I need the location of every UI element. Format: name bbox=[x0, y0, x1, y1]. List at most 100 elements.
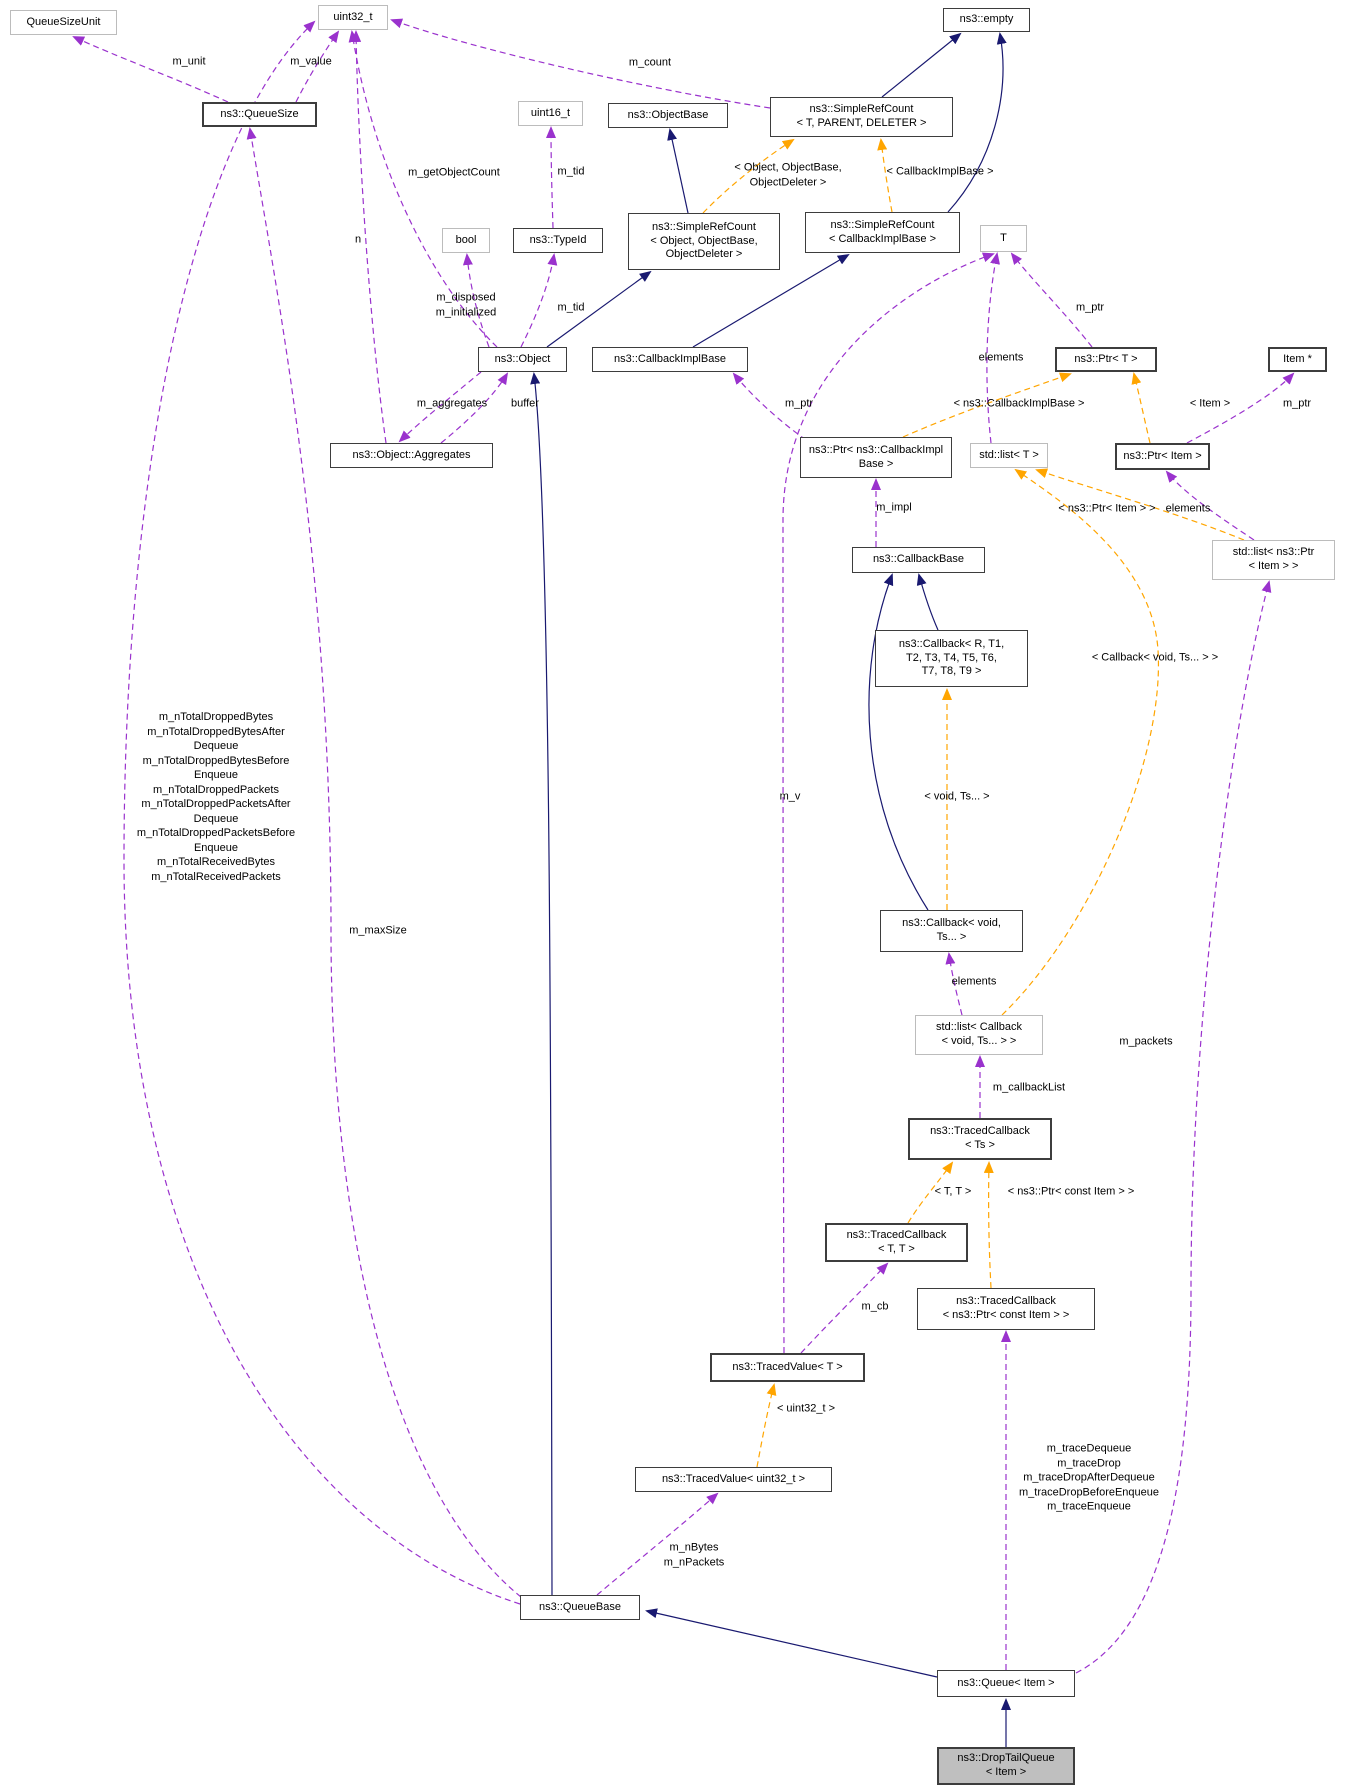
lbl-n: n bbox=[354, 233, 362, 246]
node-uint32-t: uint32_t bbox=[318, 5, 388, 30]
edge-listt-elements bbox=[986, 252, 1000, 444]
lbl-m-callbacklist: m_callbackList bbox=[992, 1081, 1066, 1094]
edge-callbackr-to-callbackbase bbox=[916, 573, 939, 631]
node-uint16-t: uint16_t bbox=[518, 101, 583, 126]
lbl-m-disposed: m_disposed m_initialized bbox=[435, 291, 497, 318]
edge-ptritem-m-ptr bbox=[1186, 372, 1295, 444]
lbl-m-impl: m_impl bbox=[876, 501, 912, 514]
lbl-inst-uint32: < uint32_t > bbox=[776, 1402, 836, 1415]
edge-queuebase-m-maxsize bbox=[246, 127, 522, 1598]
node-ns3-object[interactable]: ns3::Object bbox=[478, 347, 567, 372]
node-simplerefcount-cib[interactable]: ns3::SimpleRefCount < CallbackImplBase > bbox=[805, 212, 960, 253]
node-simplerefcount-generic[interactable]: ns3::SimpleRefCount < T, PARENT, DELETER… bbox=[770, 97, 953, 137]
lbl-m-v: m_v bbox=[779, 790, 801, 803]
node-ns3-object-aggregates[interactable]: ns3::Object::Aggregates bbox=[330, 443, 493, 468]
node-ns3-typeid[interactable]: ns3::TypeId bbox=[513, 228, 603, 253]
lbl-m-count: m_count bbox=[628, 56, 672, 69]
lbl-m-ptr-item: m_ptr bbox=[1282, 397, 1312, 410]
lbl-counters: m_nTotalDroppedBytes m_nTotalDroppedByte… bbox=[136, 710, 296, 883]
edge-srccib-to-empty bbox=[947, 32, 1007, 213]
node-ns3-objectbase[interactable]: ns3::ObjectBase bbox=[608, 103, 728, 128]
node-ns3-callbackimplbase[interactable]: ns3::CallbackImplBase bbox=[592, 347, 748, 372]
edge-object-m-getobjectcount bbox=[348, 30, 498, 348]
node-ns3-callback-void[interactable]: ns3::Callback< void, Ts... > bbox=[880, 910, 1023, 952]
edge-listptritem-elements bbox=[1165, 470, 1255, 541]
lbl-m-unit: m_unit bbox=[172, 55, 206, 68]
node-std-list-callback: std::list< Callback < void, Ts... > > bbox=[915, 1015, 1043, 1055]
edge-srccib-inst-of-srcgen bbox=[877, 138, 893, 213]
lbl-elements-ptritem: elements bbox=[1165, 502, 1211, 515]
lbl-elements-callback: elements bbox=[951, 975, 997, 988]
edge-queuebase-to-object bbox=[530, 372, 553, 1596]
edge-listcallback-inst-of-listt bbox=[1001, 468, 1160, 1016]
node-ns3-empty[interactable]: ns3::empty bbox=[943, 8, 1030, 32]
edge-tvu32-inst-of-tvt bbox=[756, 1383, 777, 1468]
node-ns3-ptr-t[interactable]: ns3::Ptr< T > bbox=[1055, 347, 1157, 372]
edge-queue-m-packets bbox=[1075, 580, 1272, 1674]
node-ns3-ptr-item[interactable]: ns3::Ptr< Item > bbox=[1115, 443, 1210, 470]
edge-tcptr-inst-of-tcts bbox=[983, 1161, 994, 1289]
lbl-inst-listcallback: < Callback< void, Ts... > > bbox=[1091, 651, 1219, 664]
lbl-m-cb: m_cb bbox=[861, 1300, 889, 1313]
node-ns3-queuebase[interactable]: ns3::QueueBase bbox=[520, 1595, 640, 1620]
edge-queuesize-m-unit bbox=[72, 36, 229, 103]
edge-object-to-srcobj bbox=[546, 270, 652, 348]
node-bool: bool bbox=[442, 228, 490, 253]
edge-srcgen-m-count bbox=[390, 18, 771, 109]
edge-queuebase-counters bbox=[123, 20, 521, 1605]
edge-listcallback-elements bbox=[945, 952, 963, 1016]
edge-queuesize-m-value bbox=[295, 30, 340, 103]
lbl-m-getobjectcount: m_getObjectCount bbox=[408, 166, 500, 179]
lbl-m-maxsize: m_maxSize bbox=[349, 924, 407, 937]
lbl-inst-item: < Item > bbox=[1189, 397, 1231, 410]
lbl-inst-ptrcib: < ns3::CallbackImplBase > bbox=[953, 397, 1085, 410]
node-ns3-ptr-cib[interactable]: ns3::Ptr< ns3::CallbackImpl Base > bbox=[800, 437, 952, 478]
node-tracedcallback-ptr-const-item[interactable]: ns3::TracedCallback < ns3::Ptr< const It… bbox=[917, 1288, 1095, 1330]
node-tracedvalue-uint32[interactable]: ns3::TracedValue< uint32_t > bbox=[635, 1467, 832, 1492]
lbl-inst-void-ts: < void, Ts... > bbox=[924, 790, 990, 803]
lbl-m-aggregates: m_aggregates bbox=[416, 397, 488, 410]
lbl-m-trace: m_traceDequeue m_traceDrop m_traceDropAf… bbox=[1018, 1442, 1160, 1513]
lbl-m-packets: m_packets bbox=[1119, 1035, 1173, 1048]
edge-object-m-aggregates bbox=[398, 371, 482, 443]
lbl-m-value: m_value bbox=[290, 55, 332, 68]
edge-cib-to-srccib bbox=[692, 253, 850, 348]
edge-ptritem-inst-of-ptrt bbox=[1131, 372, 1151, 444]
edge-aggregates-buffer bbox=[440, 372, 509, 444]
edge-srcgen-to-empty bbox=[881, 32, 962, 98]
node-tracedcallback-tt[interactable]: ns3::TracedCallback < T, T > bbox=[825, 1223, 968, 1262]
edge-srcobj-inst-of-srcgen bbox=[702, 138, 795, 214]
lbl-elements-t: elements bbox=[978, 351, 1024, 364]
lbl-m-ptr-cib: m_ptr bbox=[784, 397, 814, 410]
node-queue-size-unit: QueueSizeUnit bbox=[10, 10, 117, 35]
node-tracedcallback-ts[interactable]: ns3::TracedCallback < Ts > bbox=[908, 1118, 1052, 1160]
lbl-m-ptr-t: m_ptr bbox=[1075, 301, 1105, 314]
edges-group bbox=[72, 18, 1295, 1747]
edge-typeid-m-tid bbox=[546, 126, 557, 229]
lbl-inst-listptr: < ns3::Ptr< Item > > bbox=[1058, 502, 1156, 515]
lbl-inst-cib: < CallbackImplBase > bbox=[886, 165, 994, 178]
node-ns3-droptailqueue[interactable]: ns3::DropTailQueue < Item > bbox=[937, 1747, 1075, 1785]
lbl-m-nbytes: m_nBytes m_nPackets bbox=[663, 1541, 725, 1568]
edge-queuebase-m-nbytes bbox=[596, 1492, 719, 1596]
lbl-inst-ptr-const-item: < ns3::Ptr< const Item > > bbox=[1007, 1185, 1135, 1198]
node-item-ptr[interactable]: Item * bbox=[1268, 347, 1327, 372]
edge-object-m-tid bbox=[520, 253, 558, 348]
lbl-m-tid-lower: m_tid bbox=[557, 301, 585, 314]
node-simplerefcount-object[interactable]: ns3::SimpleRefCount < Object, ObjectBase… bbox=[628, 213, 780, 270]
node-tracedvalue-t[interactable]: ns3::TracedValue< T > bbox=[710, 1353, 865, 1382]
edge-object-m-disposed bbox=[462, 253, 490, 348]
edge-callbackvoid-to-callbackbase bbox=[868, 573, 929, 911]
lbl-inst-tt: < T, T > bbox=[934, 1185, 972, 1198]
node-ns3-queue-item[interactable]: ns3::Queue< Item > bbox=[937, 1670, 1075, 1697]
edge-tvt-m-cb bbox=[800, 1262, 889, 1354]
edge-srcobj-to-objectbase bbox=[667, 128, 689, 214]
node-ns3-callbackbase[interactable]: ns3::CallbackBase bbox=[852, 547, 985, 573]
node-t-param: T bbox=[980, 225, 1027, 252]
node-ns3-callback-r[interactable]: ns3::Callback< R, T1, T2, T3, T4, T5, T6… bbox=[875, 630, 1028, 687]
edge-aggregates-n bbox=[351, 30, 387, 444]
node-ns3-queuesize[interactable]: ns3::QueueSize bbox=[202, 102, 317, 127]
edge-ptrcib-inst-of-ptrt bbox=[902, 372, 1072, 438]
